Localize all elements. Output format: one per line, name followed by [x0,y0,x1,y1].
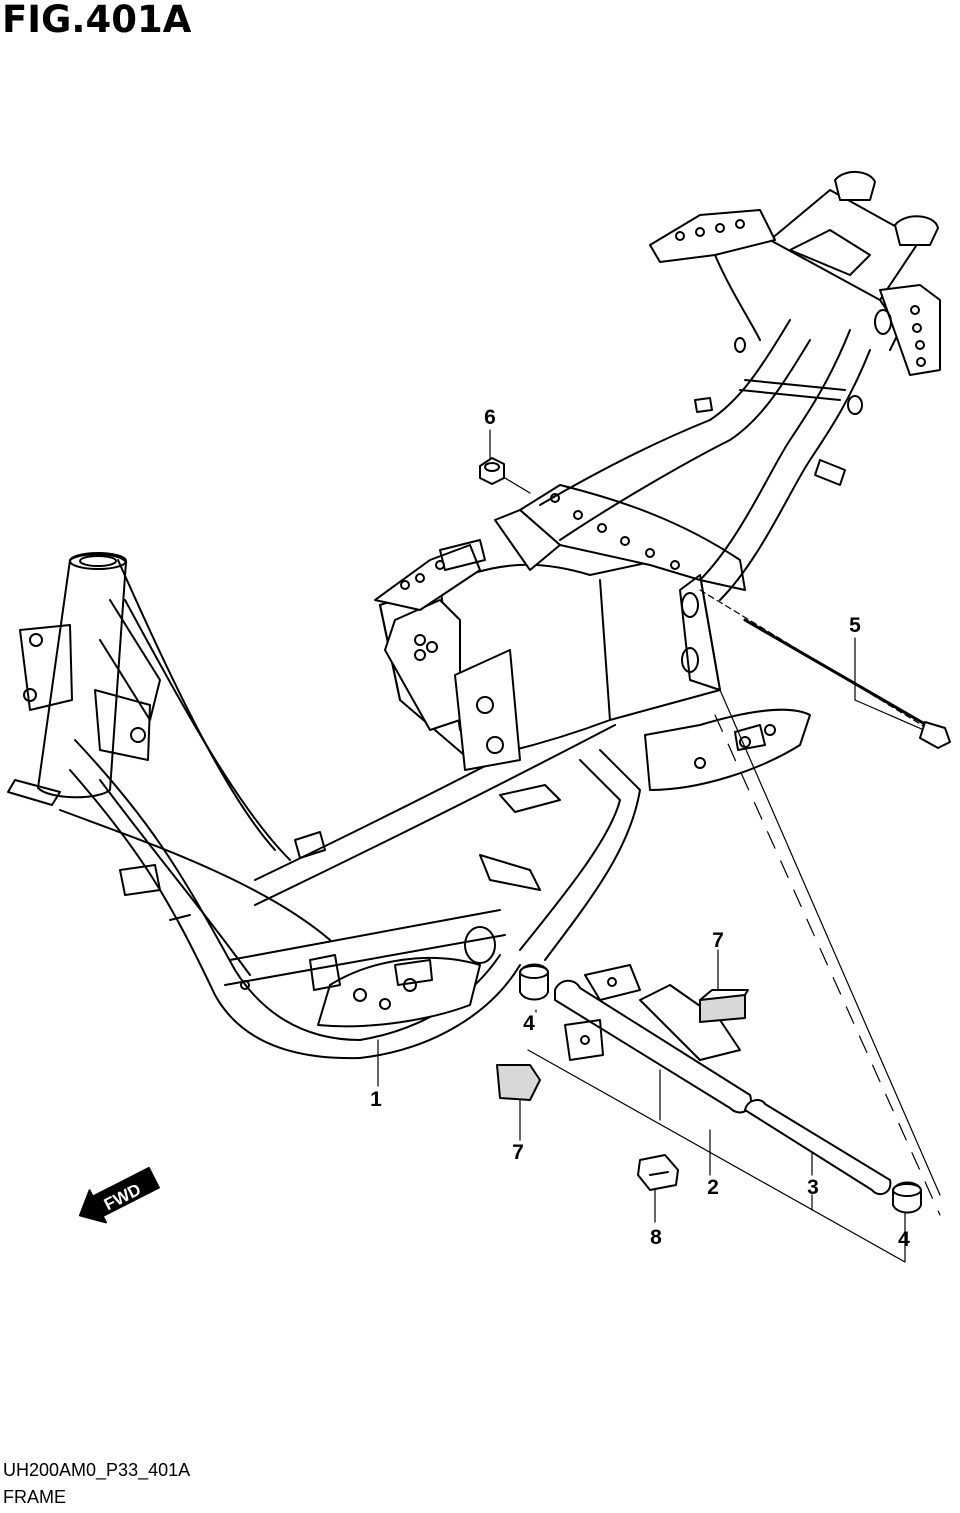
leader-lines [377,429,941,1263]
fwd-arrow-icon [78,1166,160,1224]
callouts: 6 5 7 4 1 7 2 3 8 4 [370,406,910,1251]
callout-7-upper: 7 [712,929,724,952]
callout-8: 8 [650,1226,662,1249]
main-frame [7,171,941,1060]
callout-4-lower: 4 [898,1228,910,1251]
callout-7-lower: 7 [512,1141,524,1164]
callout-6: 6 [484,406,496,429]
nut-part-6 [479,457,505,485]
callout-5: 5 [849,614,861,637]
pipe-part-3 [744,1099,892,1196]
bushing-part-4-upper [519,963,549,1001]
callout-2: 2 [707,1176,719,1199]
callout-4-upper: 4 [523,1012,535,1035]
callout-3: 3 [807,1176,819,1199]
bolt-part-5 [699,589,951,749]
bushing-part-4-lower [892,1181,922,1214]
clip-part-8 [637,1154,679,1191]
bracket-part-2 [554,964,752,1114]
pad-part-7-lower [496,1064,541,1101]
figure-code: UH200AM0_P33_401A [3,1460,191,1480]
figure-name: FRAME [3,1487,66,1507]
figure-title: FIG.401A [2,0,192,41]
pad-part-7-upper [699,989,749,1023]
callout-1: 1 [370,1088,382,1111]
